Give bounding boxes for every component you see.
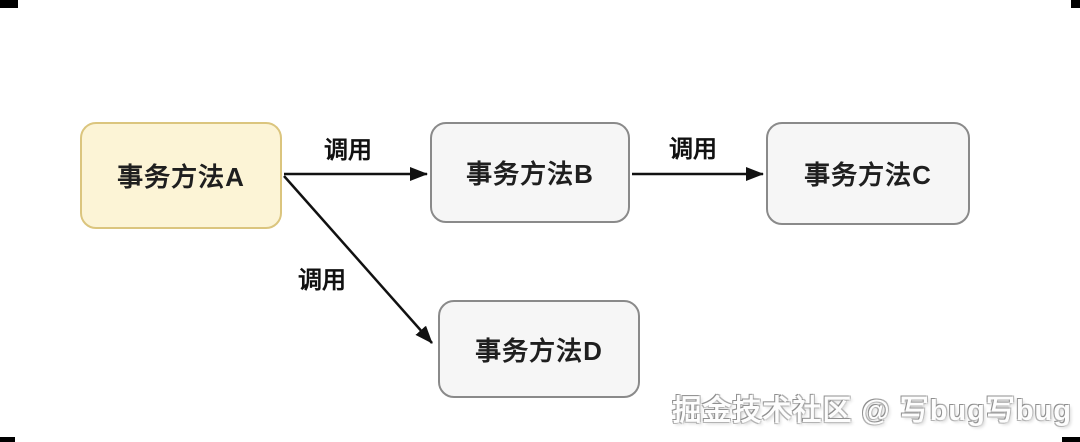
edge-label-a-to-d: 调用 [298, 267, 346, 294]
edge-label-b-to-c: 调用 [669, 136, 717, 163]
node-label: 事务方法C [804, 160, 932, 190]
node-label: 事务方法A [117, 162, 245, 192]
corner-mark-bottom-right [1062, 437, 1080, 442]
arrow-a-to-d [283, 175, 433, 344]
corner-mark-bottom-left [0, 437, 15, 442]
node-label: 事务方法D [475, 335, 603, 366]
corner-mark-top-right [1071, 0, 1080, 8]
node-transaction-method-a[interactable]: 事务方法A [80, 122, 282, 229]
node-transaction-method-d[interactable]: 事务方法D [438, 300, 640, 398]
node-transaction-method-c[interactable]: 事务方法C [766, 122, 970, 225]
edge-label-a-to-b: 调用 [324, 137, 372, 164]
corner-mark-top-left [0, 0, 18, 8]
node-transaction-method-b[interactable]: 事务方法B [430, 122, 630, 223]
watermark-text: 掘金技术社区 @ 写bug写bug [672, 395, 1072, 427]
node-label: 事务方法B [466, 159, 594, 189]
